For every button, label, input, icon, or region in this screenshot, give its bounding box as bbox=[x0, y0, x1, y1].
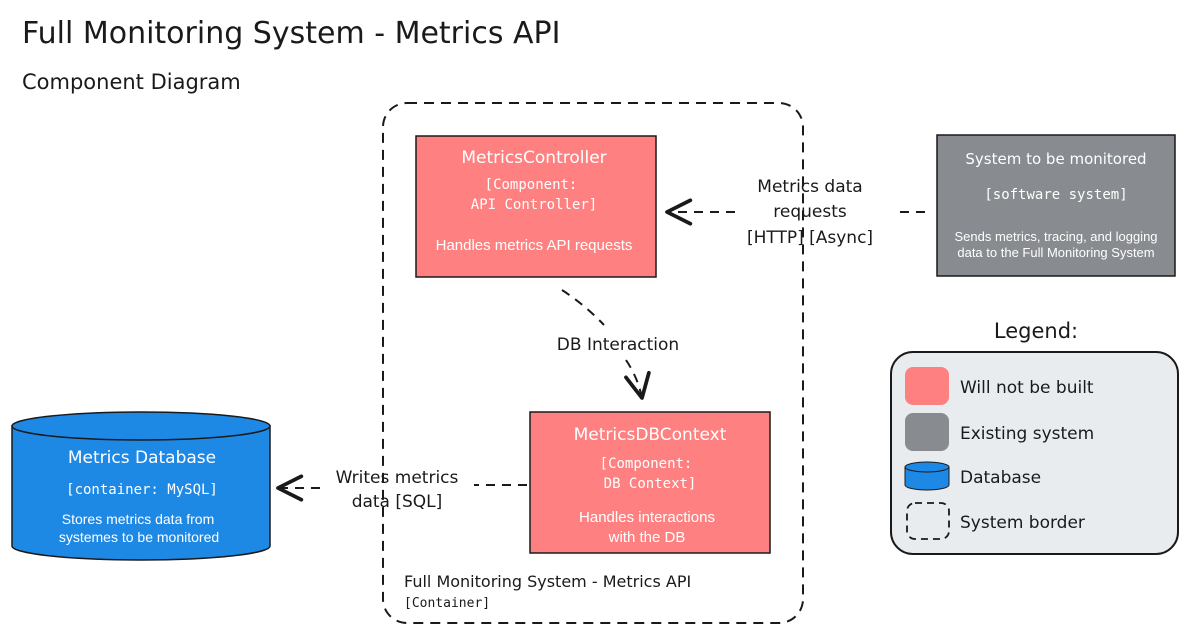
database-tech: [container: MySQL] bbox=[66, 482, 218, 498]
metrics-controller-node[interactable]: MetricsController [Component: API Contro… bbox=[415, 135, 657, 278]
edge-http-label-2: requests bbox=[773, 202, 847, 222]
edge-sql-label-2: data [SQL] bbox=[352, 492, 443, 512]
external-tech: [software system] bbox=[984, 187, 1127, 203]
system-boundary bbox=[382, 102, 804, 624]
external-system-node[interactable]: System to be monitored [software system]… bbox=[936, 134, 1176, 277]
dbcontext-description-2: with the DB bbox=[608, 529, 686, 546]
legend-label: System border bbox=[960, 513, 1085, 533]
metrics-dbcontext-node[interactable]: MetricsDBContext [Component: DB Context]… bbox=[529, 411, 771, 554]
legend-label: Database bbox=[960, 468, 1041, 488]
red-square-icon bbox=[905, 367, 949, 405]
controller-box bbox=[415, 135, 657, 278]
legend-label: Existing system bbox=[960, 424, 1094, 444]
edge-db-line-bottom bbox=[624, 359, 651, 400]
metrics-database-node[interactable]: Metrics Database [container: MySQL] Stor… bbox=[11, 411, 271, 561]
gray-square-icon bbox=[905, 413, 949, 451]
boundary-type: [Container] bbox=[404, 596, 490, 611]
legend-panel bbox=[890, 351, 1179, 555]
database-name: Metrics Database bbox=[68, 448, 216, 468]
edge-db-interaction: DB Interaction bbox=[557, 289, 679, 400]
edge-db-line-top bbox=[561, 289, 605, 326]
page-title: Full Monitoring System - Metrics API bbox=[22, 16, 560, 51]
legend-label: Will not be built bbox=[960, 378, 1094, 398]
dashed-square-icon bbox=[906, 502, 950, 540]
edge-http-label-3: [HTTP] [Async] bbox=[747, 228, 873, 248]
edge-db-label: DB Interaction bbox=[557, 335, 679, 355]
edge-http-label-1: Metrics data bbox=[757, 177, 862, 197]
database-cylinder-top bbox=[11, 411, 271, 441]
database-description-1: Stores metrics data from bbox=[62, 511, 215, 527]
external-name: System to be monitored bbox=[965, 150, 1146, 168]
legend-item-system-border: System border bbox=[906, 502, 1085, 540]
database-description-2: systemes to be monitored bbox=[59, 529, 219, 545]
controller-name: MetricsController bbox=[461, 148, 606, 168]
dbcontext-box bbox=[529, 411, 771, 554]
blue-cylinder-icon bbox=[904, 466, 950, 491]
page-subtitle: Component Diagram bbox=[22, 70, 241, 94]
edge-http-requests: Metrics data requests [HTTP] [Async] bbox=[665, 177, 925, 248]
dbcontext-description-1: Handles interactions bbox=[579, 509, 715, 526]
controller-tech-1: [Component: bbox=[485, 177, 578, 193]
controller-description: Handles metrics API requests bbox=[436, 237, 633, 254]
database-cylinder-body bbox=[11, 425, 271, 561]
external-description-1: Sends metrics, tracing, and logging bbox=[954, 229, 1157, 244]
dbcontext-tech-1: [Component: bbox=[600, 456, 693, 472]
legend-item-will-not-be-built: Will not be built bbox=[905, 367, 1094, 405]
external-box bbox=[936, 134, 1176, 277]
legend-item-database: Database bbox=[904, 461, 1041, 491]
dbcontext-tech-2: DB Context] bbox=[604, 476, 697, 492]
controller-tech-2: API Controller] bbox=[471, 197, 597, 213]
boundary-label: Full Monitoring System - Metrics API bbox=[404, 572, 691, 591]
edge-sql-writes: Writes metrics data [SQL] bbox=[276, 468, 527, 512]
blue-cylinder-top-icon bbox=[904, 461, 950, 473]
legend-item-existing-system: Existing system bbox=[905, 413, 1094, 451]
legend: Legend: Will not be built Existing syste… bbox=[890, 319, 1179, 555]
external-description-2: data to the Full Monitoring System bbox=[957, 245, 1154, 260]
dbcontext-name: MetricsDBContext bbox=[574, 425, 727, 445]
edge-sql-label-1: Writes metrics bbox=[336, 468, 459, 488]
legend-title: Legend: bbox=[994, 319, 1078, 343]
